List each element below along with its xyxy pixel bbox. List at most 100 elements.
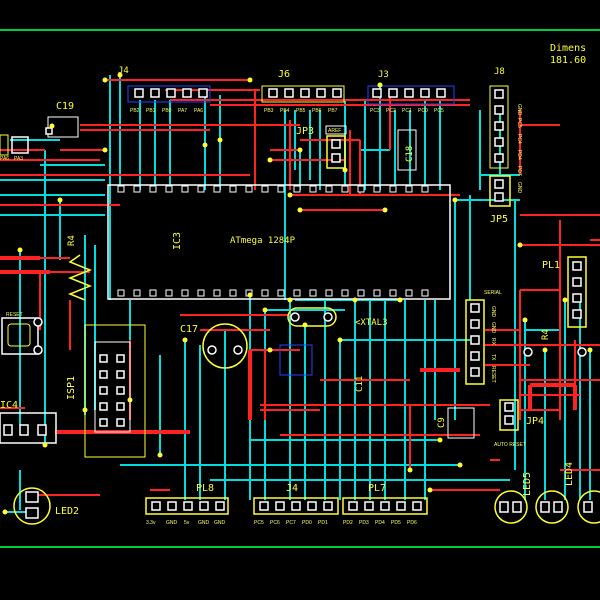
ic3-chip: IC3 ATmega 1284P [107, 184, 451, 300]
r-right-label: R4 [541, 329, 551, 340]
header-j6: J6 PB3 PB4 PB5 PB6 PB7 [261, 69, 345, 114]
reset-label: RESET [6, 312, 23, 318]
pl7-pin-3: PD4 [375, 520, 385, 526]
led2: LED2 [13, 487, 79, 525]
capacitor-c11: C11 [279, 344, 365, 392]
jp5-label: JP5 [490, 214, 508, 225]
capacitor-c18: C18 [397, 129, 417, 171]
serial-pin-3: RX [490, 338, 496, 346]
j6-label: J6 [278, 69, 290, 80]
pl8-pin-1: 3.3v [146, 520, 156, 526]
header-pl8: PL8 3.3v GND 5v GND GND [145, 483, 229, 526]
j3-pin-4: PC0 [418, 108, 428, 114]
resistor-right: R4 [523, 329, 587, 357]
ic4-regulator: IC4 [0, 400, 57, 444]
pa3-pin-left: PA6 [0, 156, 9, 162]
j8-pin-6: GND [516, 182, 522, 194]
j8-pin-5: PD7 [516, 166, 522, 176]
pl8-label: PL8 [196, 483, 214, 494]
led5-label: LED5 [522, 472, 533, 496]
c18-label: C18 [405, 146, 415, 162]
jp3-label: JP3 [296, 126, 314, 137]
j8-pin-3: PC4 [516, 134, 522, 144]
j6-pin-3: PB5 [296, 108, 306, 114]
j4b-pin-4: PD0 [302, 520, 312, 526]
pl7-label: PL7 [368, 483, 386, 494]
dimension-label: Dimens [550, 43, 586, 54]
j6-pin-5: PB7 [328, 108, 338, 114]
header-pl7: PL7 PD2 PD3 PD4 PD5 PD6 [342, 483, 428, 526]
j8-pin-2: PC5 [516, 118, 522, 128]
j4-pin-3: PB0 [162, 108, 172, 114]
j8-pin-1: GND [516, 104, 522, 116]
jumper-jp3: JP3 AREF [296, 125, 347, 169]
r4-label: R4 [67, 235, 77, 246]
c9-label: C9 [437, 417, 447, 428]
j4-pin-1: PB2 [130, 108, 140, 114]
j4-pin-4: PA7 [178, 108, 187, 114]
header-j4-bottom: J4 PC5 PC6 PC7 PD0 PD1 [253, 483, 339, 526]
crystal-xtal3: <XTAL3 [287, 307, 388, 328]
ic3-bottom-pins [117, 289, 429, 297]
j3-pin-1: PC3 [370, 108, 380, 114]
pl1-label: PL1 [542, 260, 560, 271]
header-pa3: PA6 PA3 [0, 134, 29, 162]
capacitor-c17: C17 [180, 323, 248, 369]
j3-pin-3: PC1 [402, 108, 412, 114]
ic3-ref: IC3 [172, 232, 183, 250]
header-j8: J8 GND PC5 PC4 PD4 PD7 GND [489, 67, 522, 194]
j8-label: J8 [494, 67, 505, 77]
j4b-pin-3: PC7 [286, 520, 296, 526]
ic3-top-pins [117, 185, 429, 193]
led4: LED4 [535, 462, 575, 524]
led5: LED5 [494, 472, 533, 524]
serial-pin-2: GND [490, 322, 496, 334]
j4-pin-5: PA6 [194, 108, 203, 114]
j8-pin-4: PD4 [516, 150, 522, 160]
header-j4-top: J4 PB2 PB1 PB0 PA7 PA6 [118, 66, 211, 114]
pl8-pin-3: 5v [184, 520, 190, 526]
isp1-label: ISP1 [66, 376, 77, 400]
j3-label: J3 [378, 70, 389, 80]
led-extra [577, 490, 600, 524]
j4b-pin-1: PC5 [254, 520, 264, 526]
j3-pin-5: PC5 [434, 108, 444, 114]
resistor-r4: R4 [67, 235, 93, 301]
reset-button: RESET [1, 312, 43, 355]
capacitor-c19: C19 [45, 101, 79, 138]
header-isp1: ISP1 [66, 324, 146, 458]
j3-pin-2: PC2 [386, 108, 396, 114]
serial-pin-5: RESET [490, 366, 496, 383]
pl8-pin-4: GND [198, 520, 210, 526]
ic3-name: ATmega 1284P [230, 236, 296, 246]
j4b-pin-5: PD1 [318, 520, 328, 526]
j6-pin-1: PB3 [264, 108, 274, 114]
jumper-jp4: JP4 AUTO RESET [494, 399, 544, 448]
pl7-pin-5: PD6 [407, 520, 417, 526]
jumper-jp5: JP5 [489, 175, 511, 225]
pl8-pin-2: GND [166, 520, 178, 526]
led2-label: LED2 [55, 506, 79, 517]
j4-top-label: J4 [118, 66, 129, 76]
j6-pin-4: PB6 [312, 108, 322, 114]
j6-pin-2: PB4 [280, 108, 290, 114]
j4-bottom-label: J4 [286, 483, 298, 494]
pa3-label: PA3 [14, 156, 23, 162]
serial-pin-4: TX [490, 354, 496, 361]
c17-label: C17 [180, 324, 198, 335]
vias [2, 72, 593, 515]
aref-label: AREF [328, 128, 341, 134]
c11-label: C11 [355, 376, 365, 392]
led4-label: LED4 [564, 462, 575, 486]
header-serial: SERIAL GND GND RX TX RESET [465, 290, 502, 385]
pl7-pin-1: PD2 [343, 520, 353, 526]
xtal-label: <XTAL3 [355, 318, 388, 328]
header-pl1: PL1 [542, 256, 587, 328]
capacitor-c9: C9 [437, 407, 475, 439]
j4b-pin-2: PC6 [270, 520, 280, 526]
pl7-pin-2: PD3 [359, 520, 369, 526]
pl7-pin-4: PD5 [391, 520, 401, 526]
dimension-value: 181.60 [550, 55, 586, 66]
pl8-pin-5: GND [214, 520, 226, 526]
